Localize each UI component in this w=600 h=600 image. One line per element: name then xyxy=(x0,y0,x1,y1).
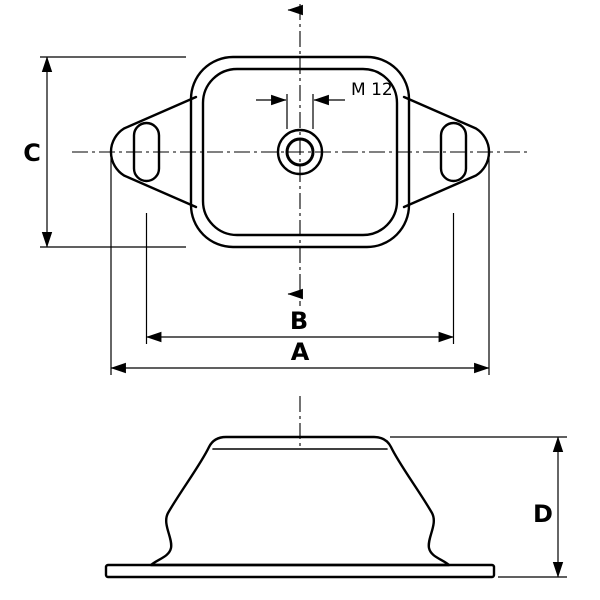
body-outer-contour xyxy=(189,55,411,249)
dimension-b: B xyxy=(145,213,455,344)
thread-label: M 12 xyxy=(351,80,393,100)
dim-label-c: C xyxy=(23,139,41,167)
flange-right xyxy=(402,95,491,209)
dim-label-b: B xyxy=(290,307,308,335)
flange-left xyxy=(109,95,198,209)
thread-callout: M 12 xyxy=(256,80,393,129)
mounting-slot-left xyxy=(132,121,161,183)
dim-label-d: D xyxy=(533,500,553,528)
side-body-profile xyxy=(149,435,451,567)
dim-label-a: A xyxy=(291,338,310,366)
dimension-d: D xyxy=(390,436,567,578)
top-view xyxy=(72,4,528,306)
body-inner-contour xyxy=(201,67,399,237)
center-hole-outer xyxy=(276,128,324,176)
side-view xyxy=(104,396,496,579)
dimension-c: C xyxy=(23,56,186,248)
center-hole-thread xyxy=(285,137,315,167)
mounting-slot-right xyxy=(439,121,468,183)
dimension-a: A xyxy=(110,158,490,375)
base-plate xyxy=(104,563,496,579)
